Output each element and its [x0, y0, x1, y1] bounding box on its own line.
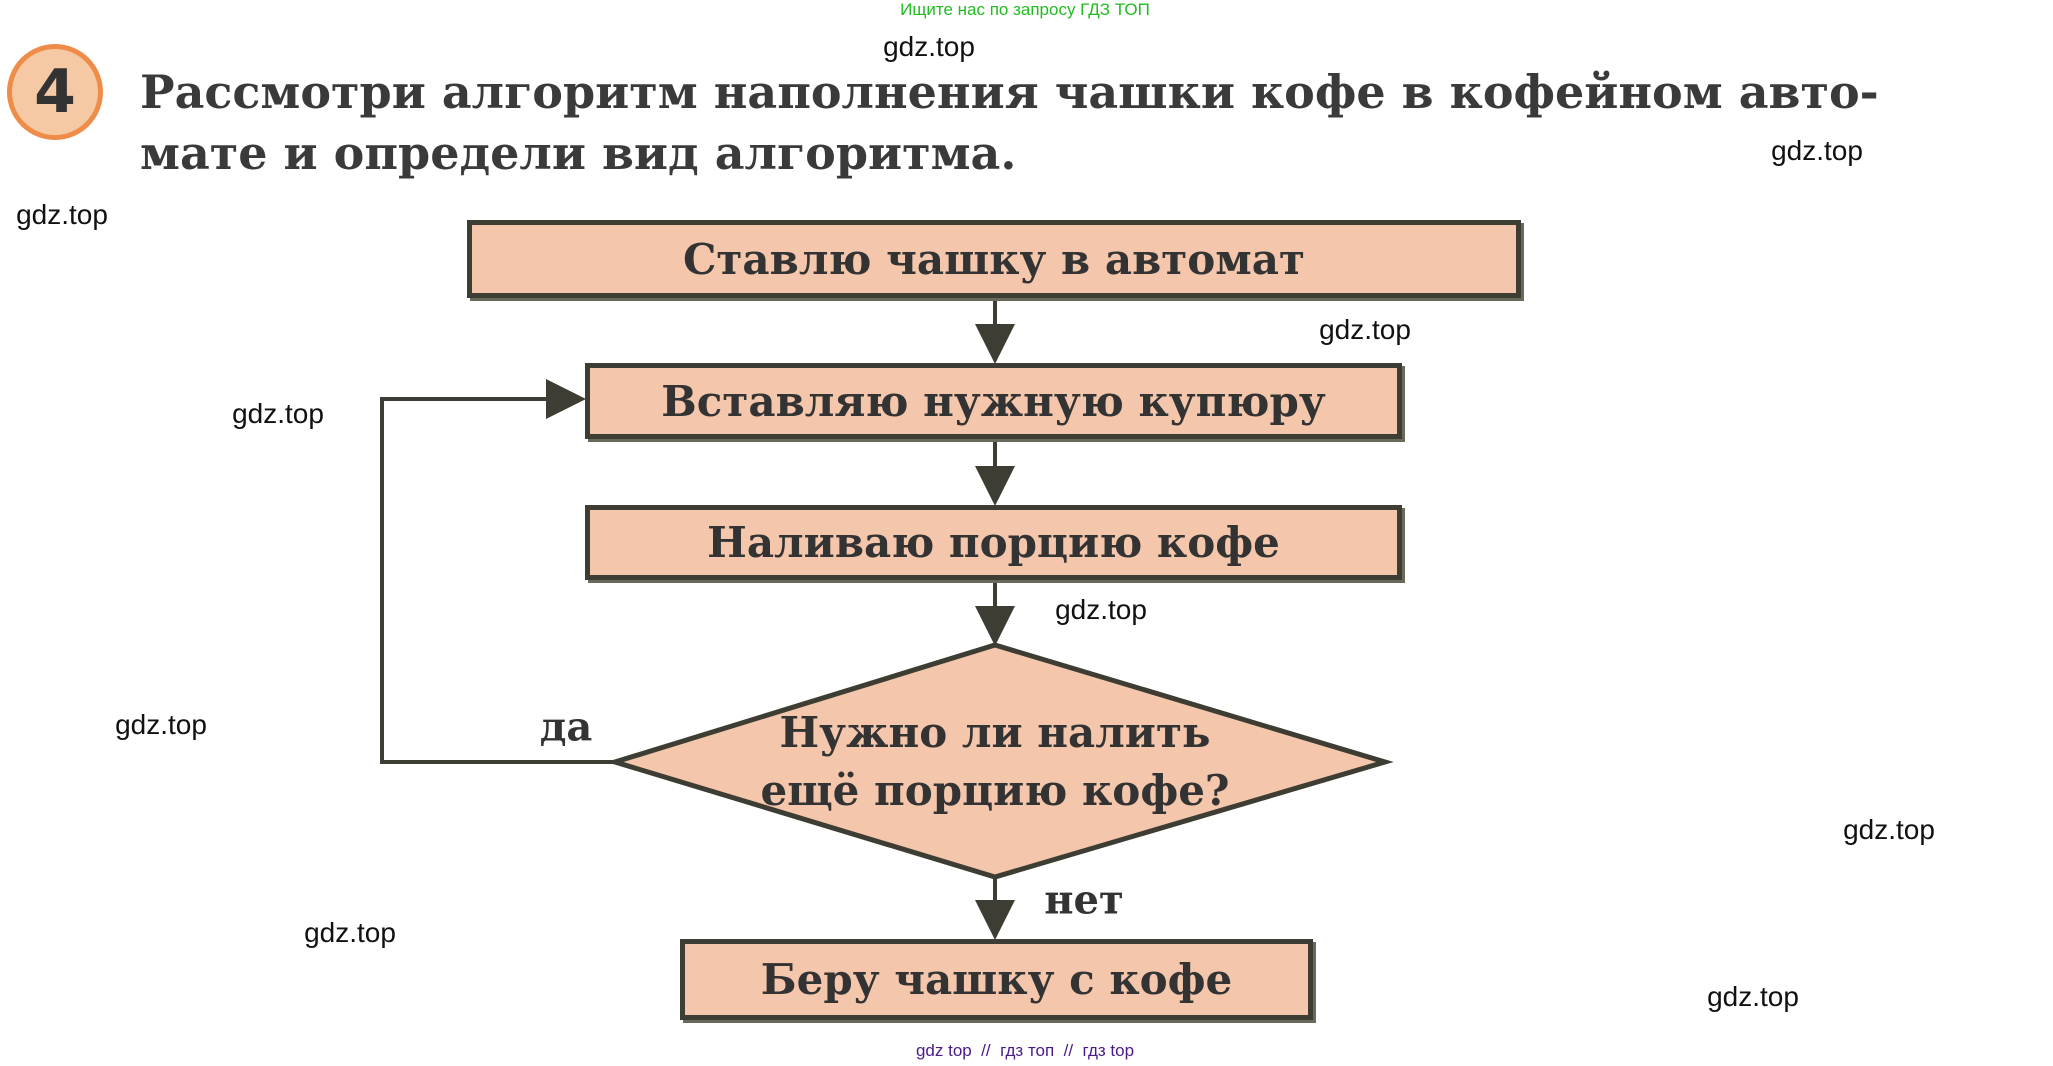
watermark: gdz.top: [304, 917, 396, 948]
decision-diamond: [606, 642, 1394, 880]
watermark: gdz.top: [232, 398, 324, 429]
watermark: gdz.top: [1055, 594, 1147, 625]
step-insert-banknote: Вставляю нужную купюру: [585, 363, 1402, 439]
task-text-line2: мате и определи вид алгоритма.: [140, 126, 1017, 180]
watermark: gdz.top: [1843, 814, 1935, 845]
watermark: gdz.top: [115, 709, 207, 740]
footer-links: gdz top // гдз топ // гдз top: [915, 1041, 1135, 1060]
yes-label: да: [539, 703, 593, 751]
step-take-cup: Беру чашку с кофе: [680, 939, 1313, 1020]
step-pour-coffee: Наливаю порцию кофе: [585, 505, 1402, 580]
decision-line1: Нужно ли налить: [779, 708, 1211, 757]
task-text: Рассмотри алгоритм наполнения чашки кофе…: [140, 62, 2040, 184]
task-number-badge: 4: [7, 44, 103, 140]
no-label: нет: [1044, 876, 1124, 924]
watermark: gdz.top: [1319, 314, 1411, 345]
watermark: gdz.top: [1707, 981, 1799, 1012]
decision-text: Нужно ли налить ещё порцию кофе?: [760, 704, 1229, 820]
promo-text: Ищите нас по запросу ГДЗ ТОП: [900, 0, 1150, 19]
task-text-line1: Рассмотри алгоритм наполнения чашки кофе…: [140, 65, 1879, 119]
watermark: gdz.top: [1771, 135, 1863, 166]
decision-line2: ещё порцию кофе?: [760, 766, 1230, 815]
watermark: gdz.top: [883, 31, 975, 62]
loop-arrow: [380, 379, 615, 764]
watermark: gdz.top: [16, 199, 108, 230]
step-place-cup: Ставлю чашку в автомат: [467, 220, 1521, 298]
